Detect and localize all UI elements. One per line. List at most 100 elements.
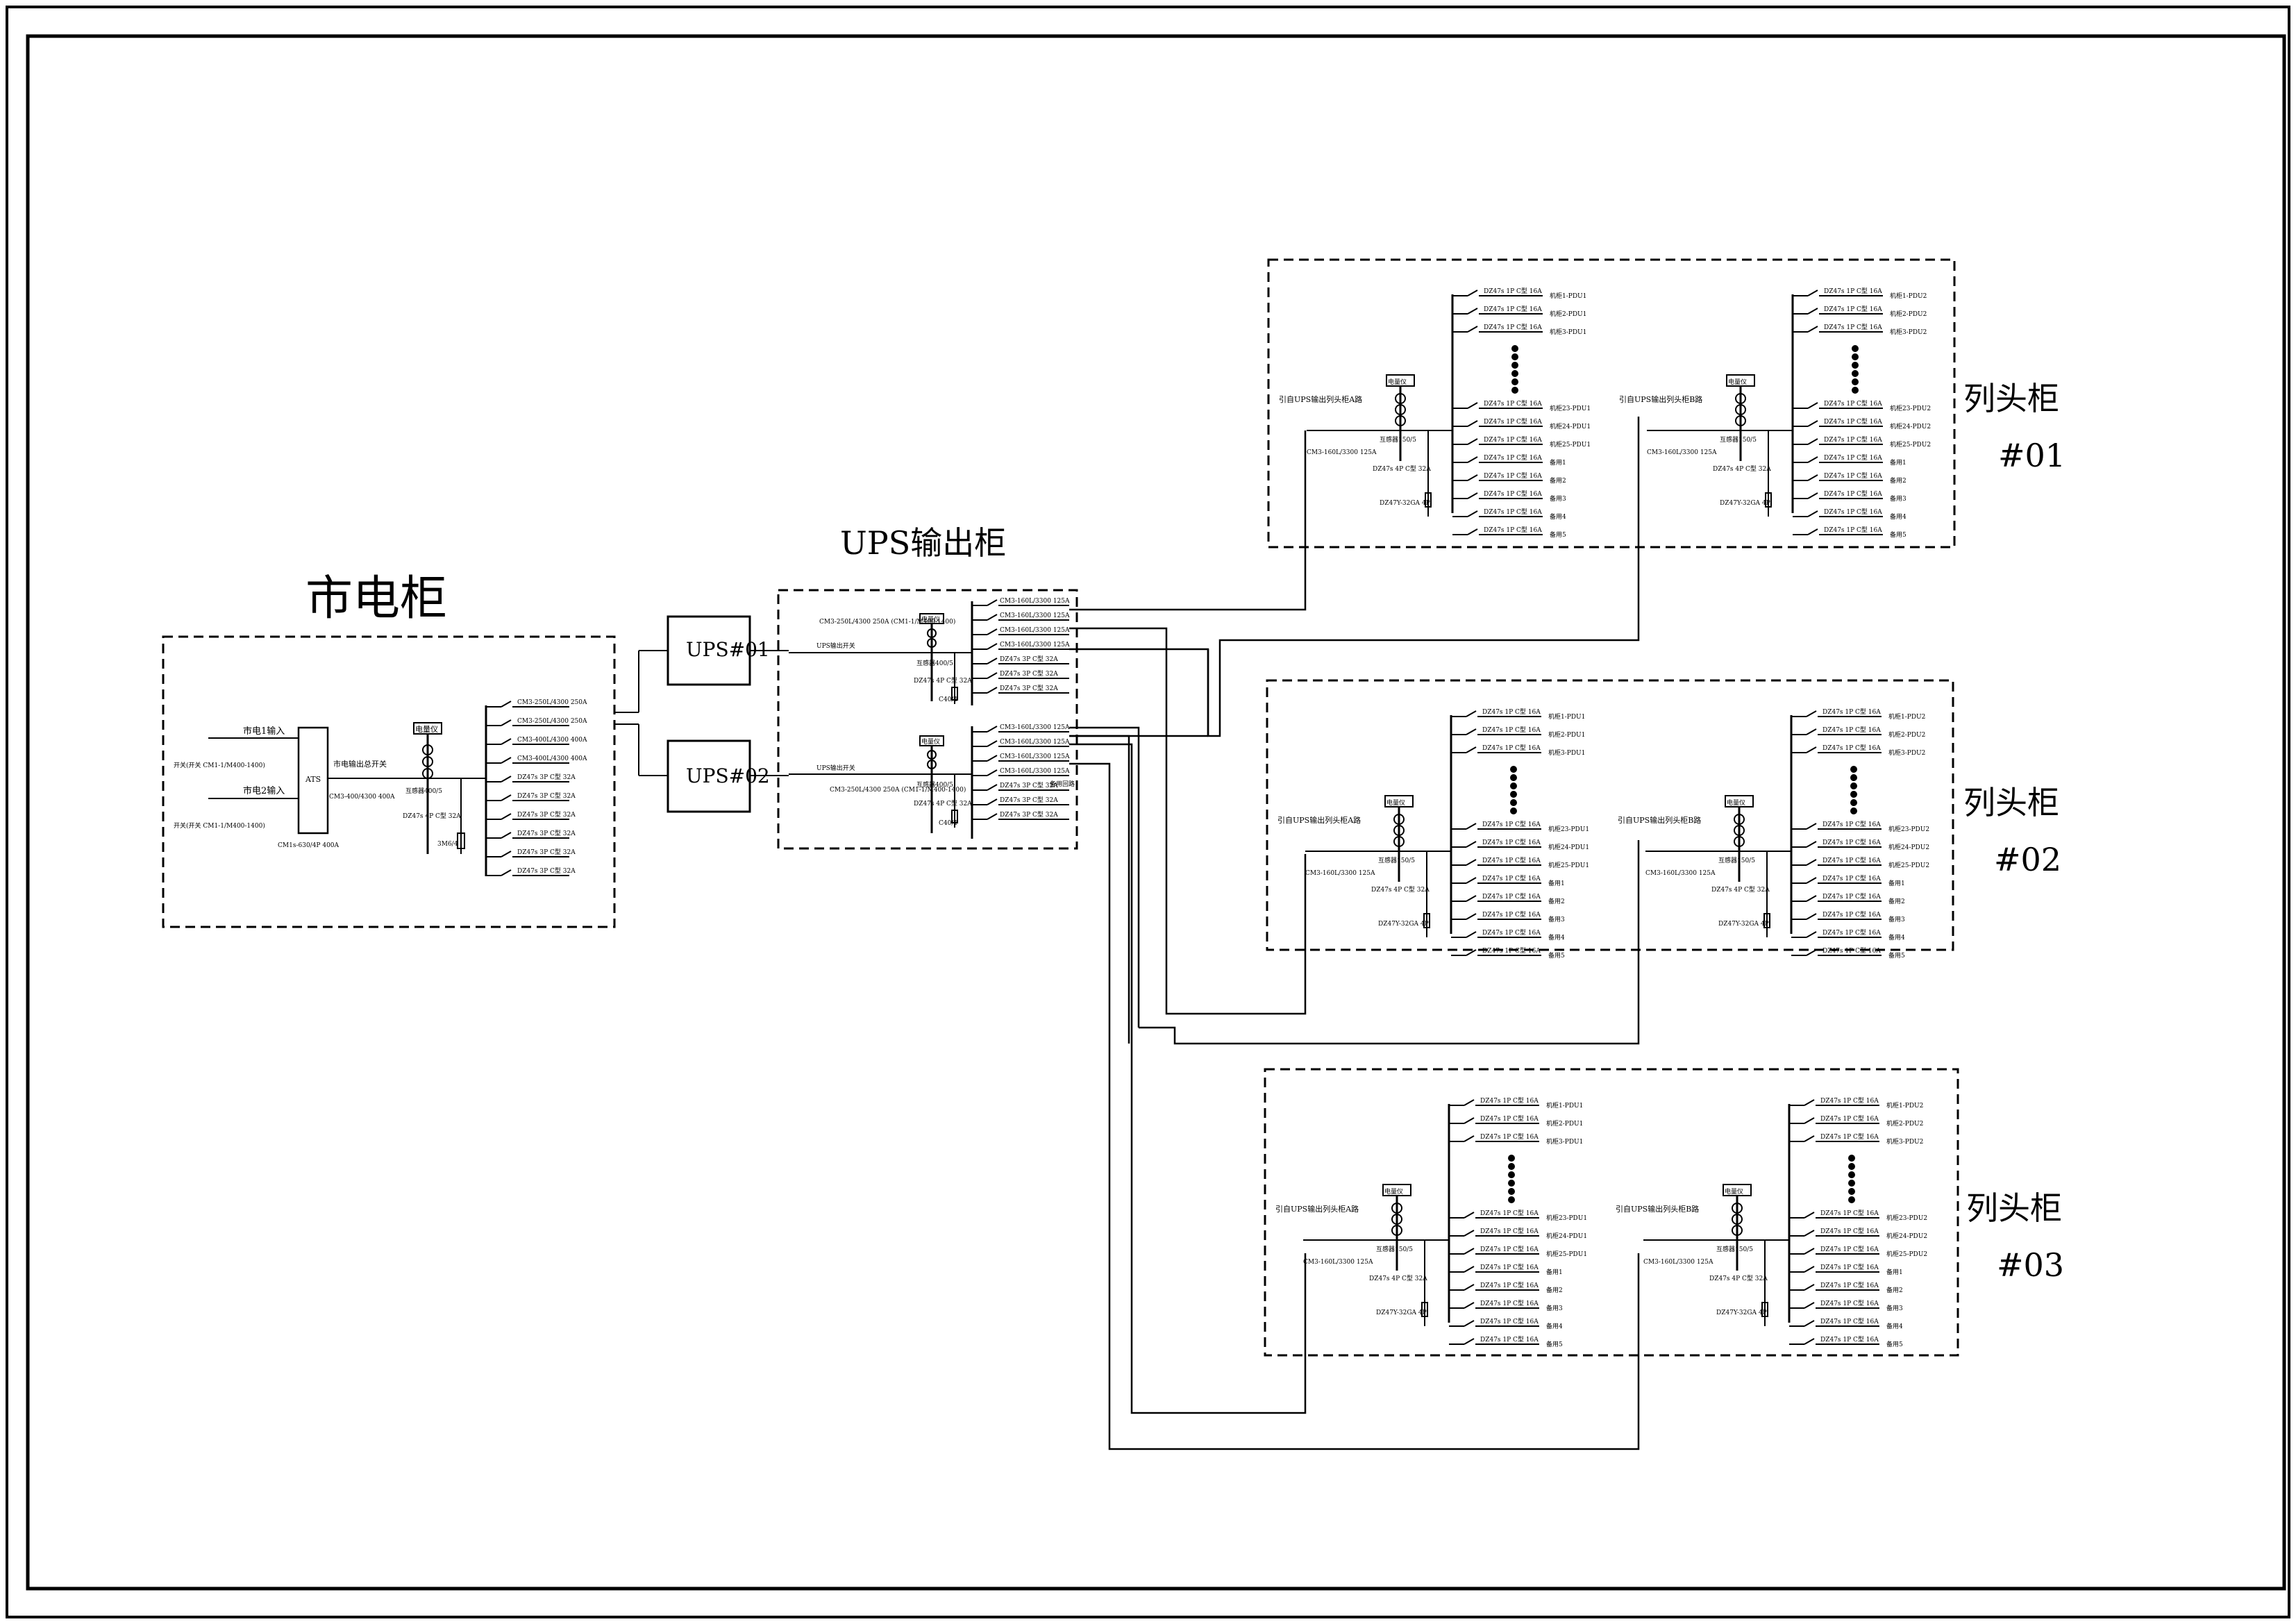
ups-feeder-label: DZ47s 3P C型 32A (1000, 782, 1058, 789)
panel-branch-label: DZ47s 1P C型 16A (1480, 1209, 1539, 1217)
panel-branch-label: DZ47s 1P C型 16A (1822, 929, 1881, 937)
ellipsis-dot (1850, 799, 1857, 806)
panel-branch-label: DZ47s 1P C型 16A (1480, 1228, 1539, 1235)
panel-branch-label: DZ47s 1P C型 16A (1822, 875, 1881, 882)
panel-branch-label: DZ47s 1P C型 16A (1822, 893, 1881, 901)
ellipsis-dot (1852, 370, 1859, 377)
panel-load-label: 机柜25-PDU2 (1888, 861, 1929, 869)
panel-load-label: 机柜1-PDU1 (1548, 712, 1585, 721)
ellipsis-dot (1850, 791, 1857, 798)
panel-load-label: 机柜2-PDU2 (1890, 310, 1927, 318)
panel-spd-label: DZ47s 4P C型 32A (1713, 465, 1771, 473)
panel-meter-label: 电量仪 (1388, 378, 1407, 386)
mains-cabinet-box (162, 635, 616, 928)
svg-text:电量仪: 电量仪 (921, 615, 940, 623)
panel-load-label: 机柜1-PDU2 (1886, 1101, 1923, 1110)
panel-load-label: 机柜1-PDU1 (1550, 292, 1586, 300)
panel-incoming-label: 引自UPS输出列头柜A路 (1279, 394, 1362, 404)
ellipsis-dot (1511, 370, 1518, 377)
ups-feeder-label: CM3-160L/3300 125A (1000, 724, 1070, 731)
mains-spd-label: DZ47s 4P C型 32A (403, 812, 461, 820)
ups-feeder: CM3-160L/3300 125A (972, 753, 1070, 762)
mains-meter: 电量仪 (413, 722, 442, 779)
panel-branch-label: DZ47s 1P C型 16A (1484, 324, 1542, 331)
panel-branch-label: DZ47s 1P C型 16A (1482, 839, 1541, 846)
panel-load-label: 备用3 (1890, 494, 1907, 503)
ellipsis-dot (1848, 1163, 1855, 1170)
panel-branch-label: DZ47s 1P C型 16A (1820, 1282, 1879, 1289)
ellipsis-dot (1510, 807, 1517, 814)
ups-output-cabinet-box (777, 589, 1078, 850)
mains-feeder: DZ47s 3P C型 32A (486, 773, 576, 782)
ups-feeder: CM3-160L/3300 125A (972, 724, 1070, 733)
panel-branch-label: DZ47s 1P C型 16A (1484, 472, 1542, 480)
ellipsis-dot (1852, 345, 1859, 352)
ups-spd-a: DZ47s 4P C型 32A (914, 677, 972, 685)
panel-branch-label: DZ47s 1P C型 16A (1480, 1318, 1539, 1325)
ups-spd2-b: C40/4 (939, 820, 957, 827)
panel-branch-label: DZ47s 1P C型 16A (1484, 400, 1542, 408)
panel-load-label: 机柜24-PDU2 (1888, 843, 1929, 851)
panel-load-label: 机柜3-PDU1 (1546, 1137, 1583, 1146)
ellipsis-dot (1510, 774, 1517, 781)
ellipsis-dot (1510, 766, 1517, 773)
ellipsis-dot (1852, 353, 1859, 360)
panel-branch-label: DZ47s 1P C型 16A (1482, 911, 1541, 919)
ellipsis-dot (1508, 1155, 1515, 1162)
ups-feeder-label: DZ47s 3P C型 32A (1000, 685, 1058, 692)
panel-branch-label: DZ47s 1P C型 16A (1824, 436, 1882, 444)
inner-frame (26, 34, 2286, 1591)
ups-feeder: DZ47s 3P C型 32A (972, 670, 1069, 679)
outer-frame (6, 6, 2290, 1618)
panel-load-label: 机柜3-PDU2 (1888, 748, 1925, 757)
panel-branch-label: DZ47s 1P C型 16A (1482, 821, 1541, 828)
panel-meter-label: 电量仪 (1386, 798, 1405, 807)
ups-feeder: CM3-160L/3300 125A (972, 642, 1070, 650)
panel-load-label: 备用4 (1888, 933, 1905, 941)
panel-branch-label: DZ47s 1P C型 16A (1820, 1300, 1879, 1307)
panel-spd2-label: DZ47Y-32GA 4P (1716, 1309, 1767, 1316)
ellipsis-dot (1850, 766, 1857, 773)
ups-feeder: DZ47s 3P C型 32A (972, 685, 1069, 694)
panel-load-label: 备用5 (1550, 530, 1566, 539)
panel-spd-label: DZ47s 4P C型 32A (1711, 886, 1770, 894)
ups-feeder-label: CM3-160L/3300 125A (1000, 768, 1070, 775)
panel-load-label: 备用2 (1890, 476, 1907, 485)
panel-branch-label: DZ47s 1P C型 16A (1480, 1133, 1539, 1141)
ups-feeder-label: CM3-160L/3300 125A (1000, 627, 1070, 634)
ellipsis-dot (1850, 807, 1857, 814)
mains-feeder-label: DZ47s 3P C型 32A (517, 773, 576, 781)
panel-spd-label: DZ47s 4P C型 32A (1709, 1275, 1768, 1282)
panel-load-label: 备用4 (1546, 1322, 1563, 1330)
panel-branch-label: DZ47s 1P C型 16A (1820, 1097, 1879, 1105)
panel-branch-label: DZ47s 1P C型 16A (1820, 1209, 1879, 1217)
panel-load-label: 机柜25-PDU1 (1548, 861, 1589, 869)
panel-breaker-label: CM3-160L/3300 125A (1643, 1259, 1713, 1266)
ups-meter-a: 电量仪 (919, 613, 944, 648)
panel-load-label: 备用3 (1886, 1304, 1903, 1312)
ups-feeder: DZ47s 3P C型 32A (972, 796, 1069, 805)
panel-load-label: 机柜1-PDU1 (1546, 1101, 1583, 1110)
